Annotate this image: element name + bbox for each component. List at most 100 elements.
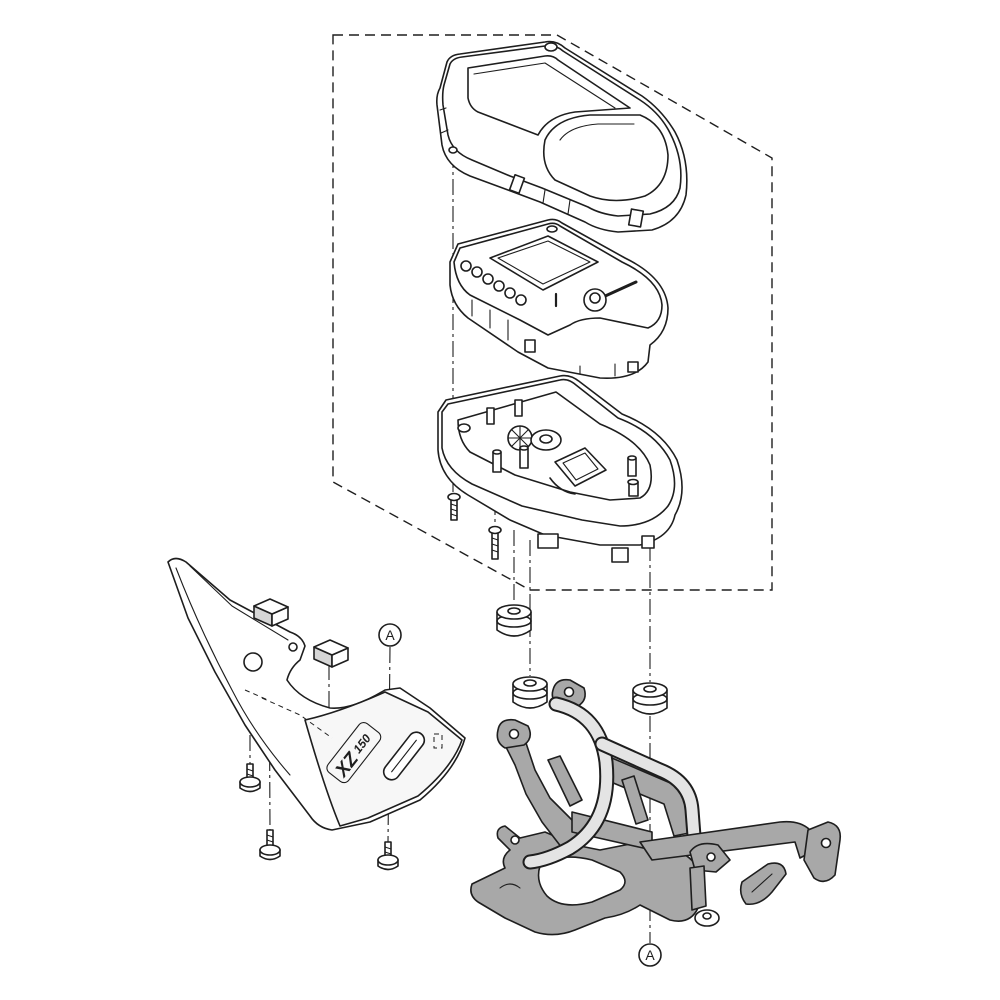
cover-panel-mount-hole xyxy=(243,652,263,672)
panel-screw-1 xyxy=(239,763,261,793)
case-connector xyxy=(537,533,559,549)
screw-thread xyxy=(384,846,392,850)
meter-board-connector xyxy=(524,339,536,353)
cover-rib xyxy=(542,189,546,204)
bracket-base-notch xyxy=(499,883,521,889)
case-post-top xyxy=(519,445,529,451)
case-connector xyxy=(611,547,629,563)
bracket-vertical-post xyxy=(689,865,707,911)
callout-a-bracket: A xyxy=(638,943,662,967)
logo-frame xyxy=(326,722,382,784)
case-display-recess xyxy=(554,447,607,487)
grommet-2 xyxy=(512,676,548,709)
cover-panel-front-face xyxy=(304,691,463,827)
bracket-inner-strut xyxy=(621,775,649,825)
callout-circle xyxy=(638,943,662,967)
cover-panel-hidden-line xyxy=(244,689,269,701)
panel-screw-2 xyxy=(259,829,281,861)
callout-label: A xyxy=(385,627,395,643)
screw-thread xyxy=(384,851,392,855)
case-post xyxy=(514,399,523,417)
case-center-boss-hole xyxy=(539,434,553,444)
bracket-hook xyxy=(739,862,787,906)
assembly-boundary-dashed xyxy=(332,34,773,591)
screw-thread xyxy=(491,537,499,541)
lcd-panel-inner xyxy=(497,240,591,285)
callout-label: A xyxy=(645,947,655,963)
case-post-top xyxy=(492,449,502,455)
bracket-right-end-tab xyxy=(803,821,842,883)
lcd-panel xyxy=(489,235,599,291)
callout-a-panel: A xyxy=(378,623,402,647)
cover-panel-slot xyxy=(382,731,426,781)
rubber-pad-1 xyxy=(253,598,289,627)
screw-head xyxy=(488,525,502,535)
cover-screw xyxy=(447,492,461,521)
callout-circle xyxy=(378,623,402,647)
screw-thread xyxy=(266,834,274,838)
meter-bracket xyxy=(470,678,842,936)
meter-cover-lens-reflection xyxy=(559,123,635,141)
screw-thread xyxy=(450,508,458,512)
meter-cover-mount-tab xyxy=(627,208,645,228)
screw-flange xyxy=(239,776,261,788)
meter-cover-gauge-lens xyxy=(542,114,669,202)
screw-thread xyxy=(246,768,254,772)
case-post xyxy=(486,407,495,425)
cover-rib xyxy=(567,199,571,215)
screw-thread xyxy=(450,503,458,507)
bracket-base-cutout xyxy=(537,856,626,906)
meter-cover-display-window xyxy=(467,55,631,136)
meter-cover-panel: XZ 150 xyxy=(167,557,466,831)
indicator-light xyxy=(515,294,527,306)
slot-inner-line xyxy=(391,739,417,773)
bracket-right-arm xyxy=(639,820,816,861)
panel-screw-3 xyxy=(377,841,399,871)
meter-cover xyxy=(436,40,688,233)
screw-head xyxy=(447,492,461,502)
meter-cover-mount-tab xyxy=(508,173,526,195)
screw-flange xyxy=(377,854,399,866)
bracket-base-hole xyxy=(510,835,520,845)
screw-thread xyxy=(246,773,254,777)
meter-cover-top-boss xyxy=(544,42,558,52)
bracket-right-end-hole xyxy=(820,837,832,849)
bracket-top-tab-hole xyxy=(563,686,575,698)
tachometer-needle xyxy=(601,280,638,299)
cover-panel-hidden-tab xyxy=(433,733,443,749)
bracket-small-grommet xyxy=(694,909,720,927)
case-gear-boss xyxy=(507,425,533,451)
screw-flange xyxy=(259,844,281,856)
grommet-hole xyxy=(643,685,657,693)
case-screw-hole xyxy=(457,423,471,433)
indicator-light xyxy=(460,260,472,272)
case-post xyxy=(492,451,502,473)
rubber-pad-2 xyxy=(313,639,349,668)
indicator-light xyxy=(471,266,483,278)
case-posts xyxy=(486,399,639,497)
screw-thread xyxy=(450,513,458,517)
case-screw xyxy=(488,525,502,560)
grommet-hole xyxy=(507,607,521,615)
pad-top xyxy=(313,639,349,656)
cover-panel-flange-line xyxy=(189,565,289,641)
meter-board-top-post xyxy=(546,225,558,233)
meter-board-side-ribs xyxy=(471,299,616,377)
indicator-light xyxy=(482,273,494,285)
grommet-hole xyxy=(523,679,537,687)
case-clip xyxy=(549,477,576,495)
bracket-middle-tab-hole xyxy=(706,852,716,862)
case-post xyxy=(519,447,529,469)
screw-thread xyxy=(491,549,499,553)
cover-panel-hidden-line xyxy=(261,697,333,739)
indicator-light xyxy=(504,287,516,299)
cover-panel-fold-line xyxy=(175,567,291,776)
cover-rib xyxy=(439,107,447,111)
bracket-inner-strut xyxy=(547,755,583,807)
indicator-lights xyxy=(460,260,527,306)
indicator-light xyxy=(493,280,505,292)
screw-thread xyxy=(491,543,499,547)
meter-board-connector xyxy=(627,361,639,373)
needle-hub-cap xyxy=(589,292,601,304)
